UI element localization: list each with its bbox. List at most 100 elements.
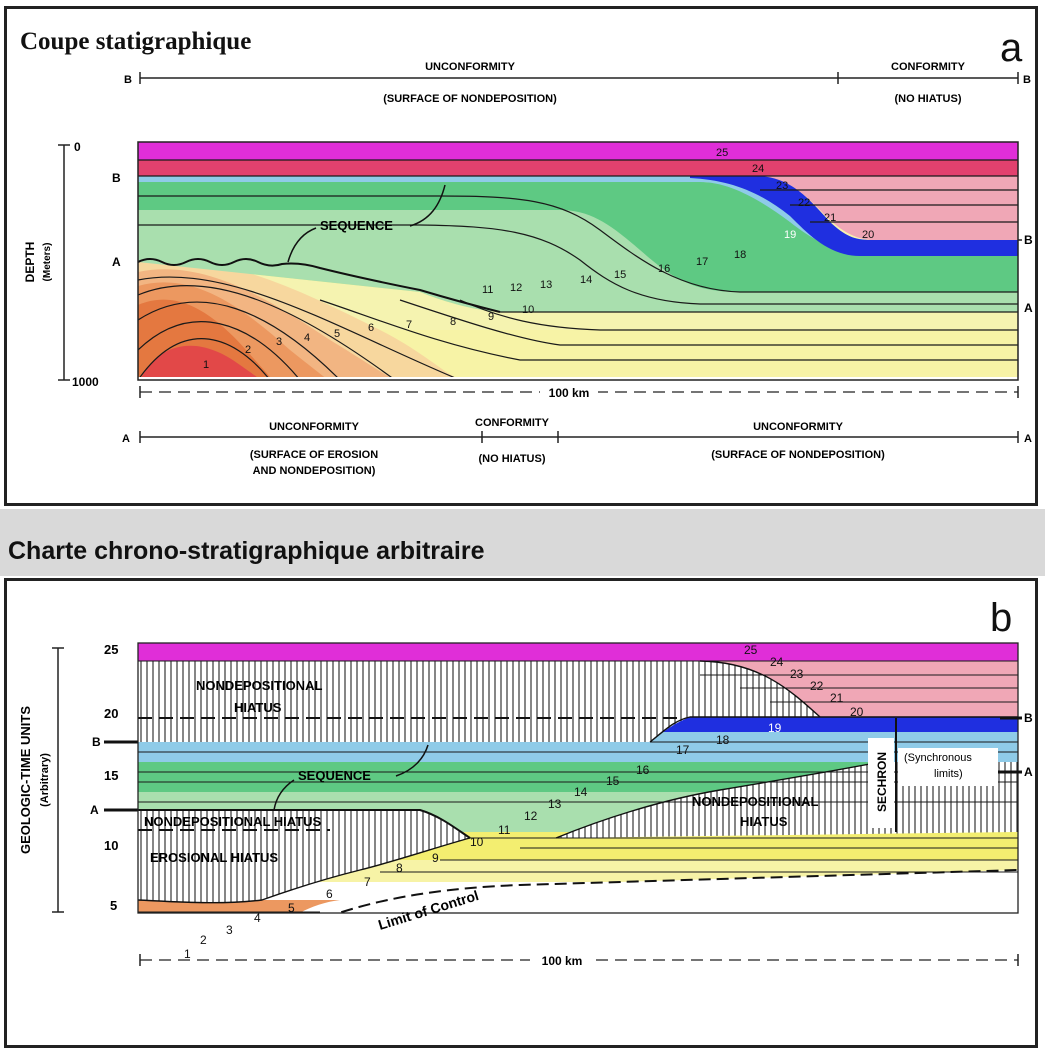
panel-b-layer-numbers: 1 2 3 4 5 6 7 8 9 10 11 12 13 14 15 16 1… [184,643,864,961]
a-num-11: 11 [482,284,493,296]
b-num-8: 8 [396,861,403,875]
bottom-conformity-note: (NO HIATUS) [478,453,545,465]
depth-marker-b: B [112,171,121,185]
panel-b-letter: b [990,596,1013,640]
depth-marker-a: A [112,255,121,269]
panel-a-scale-bar: 100 km [139,384,1019,400]
a-num-25: 25 [716,147,728,159]
top-unconformity-note: (SURFACE OF NONDEPOSITION) [383,93,557,105]
b-num-13: 13 [548,797,562,811]
panel-a-letter: a [1000,26,1023,70]
a-num-14: 14 [580,274,592,286]
layer-a-19 [690,176,1018,256]
b-num-10: 10 [470,835,484,849]
bottom-unconformity-2: UNCONFORMITY [753,421,843,433]
tick-10: 10 [104,838,118,853]
a-num-9: 9 [488,311,494,323]
time-marker-b: B [92,735,101,749]
synchronous-label-1: (Synchronous [904,752,972,764]
a-num-23: 23 [776,180,788,192]
b-num-2: 2 [200,933,207,947]
sechron-label: SECHRON [875,752,889,812]
layer-a-23-20 [760,176,1018,240]
layer-a-25 [138,142,1018,160]
panel-a-block-outline [137,141,1019,381]
layer-a-seq-lower [138,210,1018,312]
depth-axis: 0 1000 DEPTH (Meters) B A [23,140,121,389]
panel-a-layer-numbers: 1 2 3 4 5 6 7 8 9 10 11 12 13 14 15 16 1… [203,147,874,371]
b-num-24: 24 [770,655,784,669]
panel-a-layers [138,142,1018,377]
panel-a-section: B B UNCONFORMITY (SURFACE OF NONDEPOSITI… [23,61,1033,477]
a-num-15: 15 [614,269,626,281]
panel-b-sequence-arrow-up [395,744,429,777]
a-num-17: 17 [696,256,708,268]
sequence-arrow-down [287,227,317,263]
b-num-4: 4 [254,911,261,925]
a-num-4: 4 [304,332,310,344]
b-num-11: 11 [498,823,511,837]
tick-5: 5 [110,898,117,913]
b-num-19: 19 [768,721,782,735]
a-num-16: 16 [658,263,670,275]
panel-a-sequence-label: SEQUENCE [320,218,393,233]
panel-a-top-bar: B B UNCONFORMITY (SURFACE OF NONDEPOSITI… [124,61,1031,105]
b-num-14: 14 [574,785,588,799]
panel-b-block-outline [137,642,1019,914]
right-marker-b: B [1024,233,1033,247]
tick-20: 20 [104,706,118,721]
b-num-6: 6 [326,887,333,901]
hiatus-right-label-2: HIATUS [740,814,788,829]
unconformity-a-surface [138,258,501,313]
tick-25: 25 [104,642,118,657]
b-num-15: 15 [606,774,620,788]
panel-a-title: Coupe statigraphique [20,28,252,55]
panel-a-scale-label: 100 km [549,386,590,400]
a-num-6: 6 [368,322,374,334]
time-axis-unit: (Arbitrary) [39,753,51,807]
a-num-21: 21 [824,212,836,224]
top-conformity-label: CONFORMITY [891,61,966,73]
top-unconformity-label: UNCONFORMITY [425,61,515,73]
panel-b-title: Charte chrono-stratigraphique arbitraire [8,537,485,565]
hiatus-upper [138,661,820,742]
panel-b-sequence-label: SEQUENCE [298,768,371,783]
a-num-18: 18 [734,249,746,261]
b-num-20: 20 [850,705,864,719]
depth-axis-unit: (Meters) [42,243,53,282]
time-marker-a: A [90,803,99,817]
layer-b-25 [138,643,1018,661]
hiatus-left-label: NONDEPOSITIONAL HIATUS [144,814,322,829]
panel-b-header: Charte chrono-stratigraphique arbitraire [0,509,1045,576]
b-num-1: 1 [184,947,191,961]
sechron-marker: SECHRON (Synchronous limits) [868,718,998,832]
layer-a-seq-mid [138,182,1018,292]
panel-b-sequence-arrow-down [273,779,295,811]
below-limit-of-control [339,870,1018,913]
top-bar-left-marker: B [124,74,132,86]
a-num-2: 2 [245,344,251,356]
layer-b-1-6 [138,900,340,913]
b-num-25: 25 [744,643,758,657]
panel-b-scale-label: 100 km [542,954,583,968]
a-num-12: 12 [510,282,522,294]
hiatus-upper-label-1: NONDEPOSITIONAL [196,678,322,693]
a-num-22: 22 [798,197,810,209]
bottom-unconformity-1-note-2: AND NONDEPOSITION) [253,465,376,477]
hiatus-upper-label-2: HIATUS [234,700,282,715]
depth-top-label: 0 [74,140,81,154]
b-num-22: 22 [810,679,824,693]
bottom-unconformity-2-note: (SURFACE OF NONDEPOSITION) [711,449,885,461]
sequence-arrow-up [409,184,446,227]
time-axis-label: GEOLOGIC-TIME UNITS [18,706,33,854]
a-num-10: 10 [522,304,534,316]
b-num-23: 23 [790,667,804,681]
a-num-3: 3 [276,336,282,348]
panel-b-right-marker-b: B [1024,711,1033,725]
b-num-21: 21 [830,691,844,705]
bottom-bar-left-marker: A [122,433,130,445]
erosional-hiatus-label: EROSIONAL HIATUS [150,850,278,865]
hiatus-right-label-1: NONDEPOSITIONAL [692,794,818,809]
panel-b-section: GEOLOGIC-TIME UNITS (Arbitrary) 25 20 15… [18,642,1033,968]
